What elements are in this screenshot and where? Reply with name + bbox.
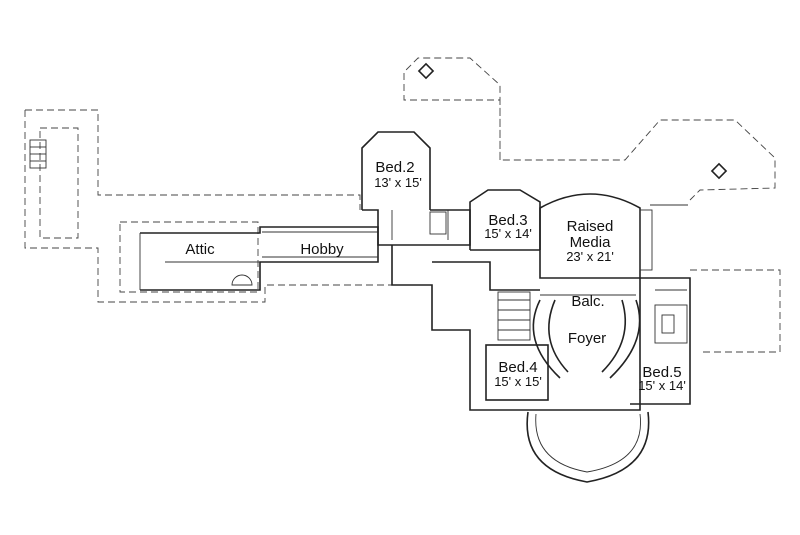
room-label-attic: Attic <box>185 241 215 258</box>
room-size-bed5: 15' x 14' <box>638 378 686 393</box>
foyer-curved-stairs <box>532 294 641 379</box>
room-label-bed5: Bed.5 <box>642 364 681 381</box>
room-label-foyer: Foyer <box>568 330 606 347</box>
roof-vent-diamond-1 <box>417 62 435 80</box>
raised-media-room <box>539 193 688 279</box>
room-label-media-line1: Raised <box>567 218 614 235</box>
room-label-media-line2: Media <box>570 234 612 251</box>
room-label-bed4: Bed.4 <box>498 359 537 376</box>
roof-vent-diamond-2 <box>710 162 728 180</box>
attic-hobby-wing <box>139 226 379 291</box>
room-size-bed3: 15' x 14' <box>484 226 532 241</box>
room-size-bed2: 13' x 15' <box>374 175 422 190</box>
bed2-wing <box>361 131 471 246</box>
exterior-stair <box>29 139 47 169</box>
central-hall <box>391 245 641 411</box>
front-portico <box>526 411 650 483</box>
room-label-hobby: Hobby <box>300 241 344 258</box>
room-size-bed4: 15' x 15' <box>494 374 542 389</box>
room-label-bed3: Bed.3 <box>488 212 527 229</box>
roof-outline <box>24 57 781 353</box>
room-size-media: 23' x 21' <box>566 249 614 264</box>
room-label-bed2: Bed.2 <box>375 159 414 176</box>
room-label-balcony: Balc. <box>571 293 604 310</box>
bed4-room <box>485 344 549 401</box>
bed5-wing <box>630 277 691 405</box>
